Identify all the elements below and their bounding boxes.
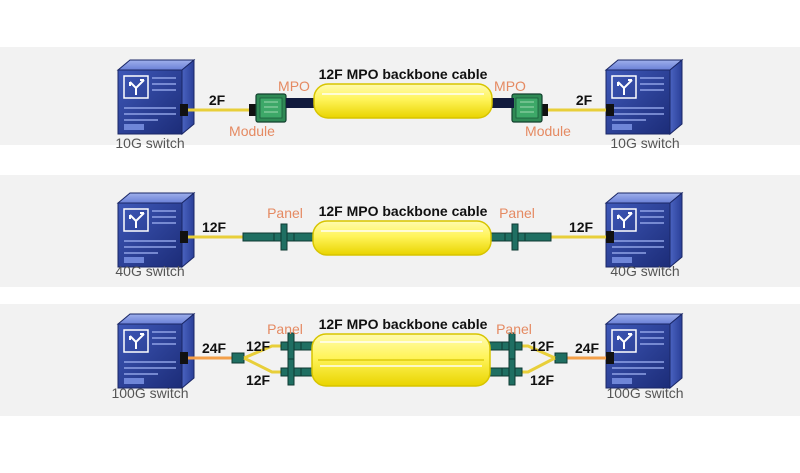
left-switch-icon [117, 59, 195, 135]
left-fiber-count: 12F [202, 219, 227, 235]
left-mpo-plug [286, 98, 316, 108]
cable-label: 12F MPO backbone cable [319, 66, 488, 82]
right-breakout-hub [554, 352, 568, 364]
right-switch-icon [605, 59, 683, 135]
left-switch-label: 10G switch [115, 135, 184, 151]
right-split-top-label: 12F [530, 338, 555, 354]
right-switch-label: 10G switch [610, 135, 679, 151]
left-breakout-hub [231, 352, 245, 364]
left-split-top-label: 12F [246, 338, 271, 354]
right-switch-icon [605, 192, 683, 268]
row-2: 12F MPO backbone cable 12F 12F Panel Pan… [0, 175, 800, 287]
right-switch-port [606, 231, 614, 243]
left-switch-icon [117, 192, 195, 268]
right-module-label: Module [525, 123, 571, 139]
right-panel-label: Panel [499, 205, 535, 221]
right-fiber-plug [540, 104, 548, 116]
left-panel-label: Panel [267, 205, 303, 221]
left-panel-label: Panel [267, 321, 303, 337]
left-switch-port [180, 352, 188, 364]
right-mpo-plug [484, 98, 514, 108]
left-switch-icon [117, 313, 195, 389]
left-fiber-plug [249, 104, 257, 116]
right-switch-port [606, 352, 614, 364]
right-split-bottom-label: 12F [530, 372, 555, 388]
left-switch-port [180, 104, 188, 116]
right-fiber-count: 24F [575, 340, 600, 356]
left-split-bottom-label: 12F [246, 372, 271, 388]
cable-label: 12F MPO backbone cable [319, 203, 488, 219]
right-module-icon [511, 93, 543, 123]
right-fiber-count: 2F [576, 92, 593, 108]
row-1: 12F MPO backbone cable 2F 2F MPO MPO Mod… [0, 47, 800, 151]
right-switch-icon [605, 313, 683, 389]
row-3: 12F MPO backbone cable 24F 24F Panel Pan… [0, 304, 800, 416]
left-fiber-count: 2F [209, 92, 226, 108]
left-module-icon [255, 93, 287, 123]
right-mpo-label: MPO [494, 78, 526, 94]
right-panel-label: Panel [496, 321, 532, 337]
left-fiber-count: 24F [202, 340, 227, 356]
right-switch-label: 40G switch [610, 263, 679, 279]
left-module-label: Module [229, 123, 275, 139]
right-switch-port [606, 104, 614, 116]
backbone-cable [313, 83, 493, 119]
left-mpo-label: MPO [278, 78, 310, 94]
right-fiber-count: 12F [569, 219, 594, 235]
left-switch-port [180, 231, 188, 243]
left-switch-label: 40G switch [115, 263, 184, 279]
cable-label: 12F MPO backbone cable [319, 316, 488, 332]
backbone-cable [312, 220, 492, 256]
right-switch-label: 100G switch [606, 385, 683, 401]
left-switch-label: 100G switch [111, 385, 188, 401]
